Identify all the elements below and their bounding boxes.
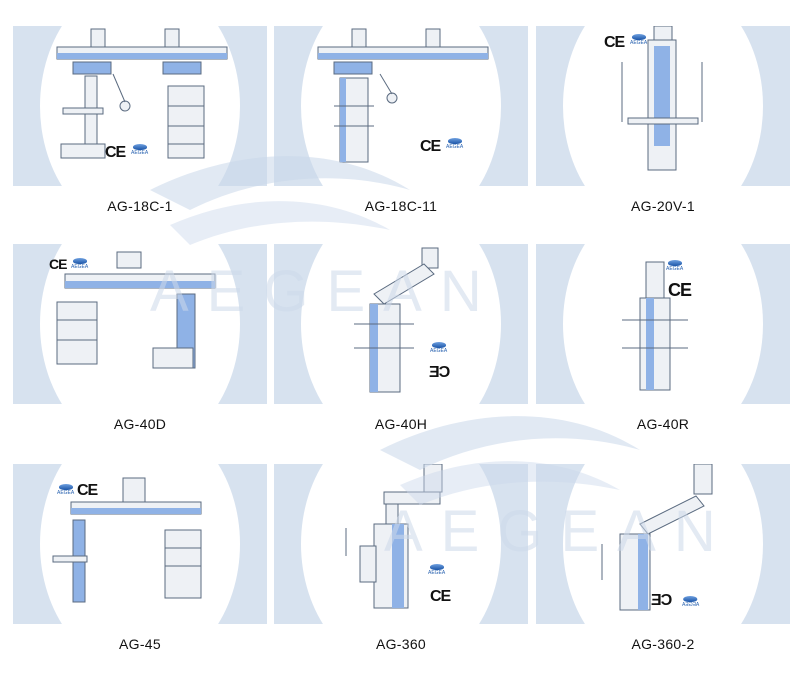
ce-mark: CE [49, 256, 67, 272]
ce-mark: CE [668, 280, 692, 300]
aegea-logo: AEGEA [71, 258, 88, 270]
aegea-logo: AEGEA [428, 564, 445, 576]
product-caption: AG-45 [119, 636, 161, 652]
pendant-illustration [354, 247, 439, 393]
aegea-logo: AEGEA [57, 484, 74, 496]
ce-mark: CE [430, 588, 451, 605]
aegea-logo: AEGEA [630, 34, 647, 46]
pendant-illustration [345, 464, 443, 609]
product-image-ag-45[interactable]: CE AEGEA [13, 464, 267, 624]
product-caption: AG-360-2 [631, 636, 695, 652]
product-caption: AG-40H [374, 416, 428, 432]
product-image-ag-360[interactable]: CE AEGEA [274, 464, 528, 624]
product-image-ag-20v-1[interactable]: CE AEGEA [536, 26, 790, 186]
ce-mark: CE [430, 364, 451, 381]
product-image-ag-360-2[interactable]: CE AEGEA [536, 464, 790, 624]
pendant-illustration [317, 28, 489, 163]
product-caption: AG-18C-11 [364, 198, 438, 214]
ce-mark: CE [604, 34, 625, 51]
product-image-ag-40r[interactable]: CE AEGEA [536, 244, 790, 404]
product-caption: AG-40D [113, 416, 167, 432]
product-caption: AG-18C-1 [107, 198, 173, 214]
product-caption: AG-20V-1 [631, 198, 695, 214]
pendant-illustration [56, 251, 216, 369]
pendant-illustration [622, 261, 688, 391]
aegea-logo: AEGEA [131, 144, 148, 156]
ce-mark: CE [652, 592, 673, 609]
pendant-illustration [52, 477, 202, 603]
aegea-logo: AEGEA [666, 260, 683, 272]
pendant-illustration [601, 464, 713, 611]
ce-mark: CE [105, 144, 126, 161]
aegea-logo: AEGEA [446, 138, 463, 150]
product-caption: AG-40R [636, 416, 690, 432]
aegea-logo: AEGEA [682, 596, 699, 608]
product-image-ag-18c-11[interactable]: CE AEGEA [274, 26, 528, 186]
pendant-illustration [56, 28, 228, 159]
product-image-ag-18c-1[interactable]: CE AEGEA [13, 26, 267, 186]
aegea-logo: AEGEA [430, 342, 447, 354]
ce-mark: CE [77, 482, 98, 499]
ce-mark: CE [420, 138, 441, 155]
product-image-ag-40h[interactable]: CE AEGEA [274, 244, 528, 404]
card-highlight [563, 464, 763, 624]
product-image-ag-40d[interactable]: CE AEGEA [13, 244, 267, 404]
pendant-illustration [621, 26, 703, 171]
product-caption: AG-360 [375, 636, 427, 652]
